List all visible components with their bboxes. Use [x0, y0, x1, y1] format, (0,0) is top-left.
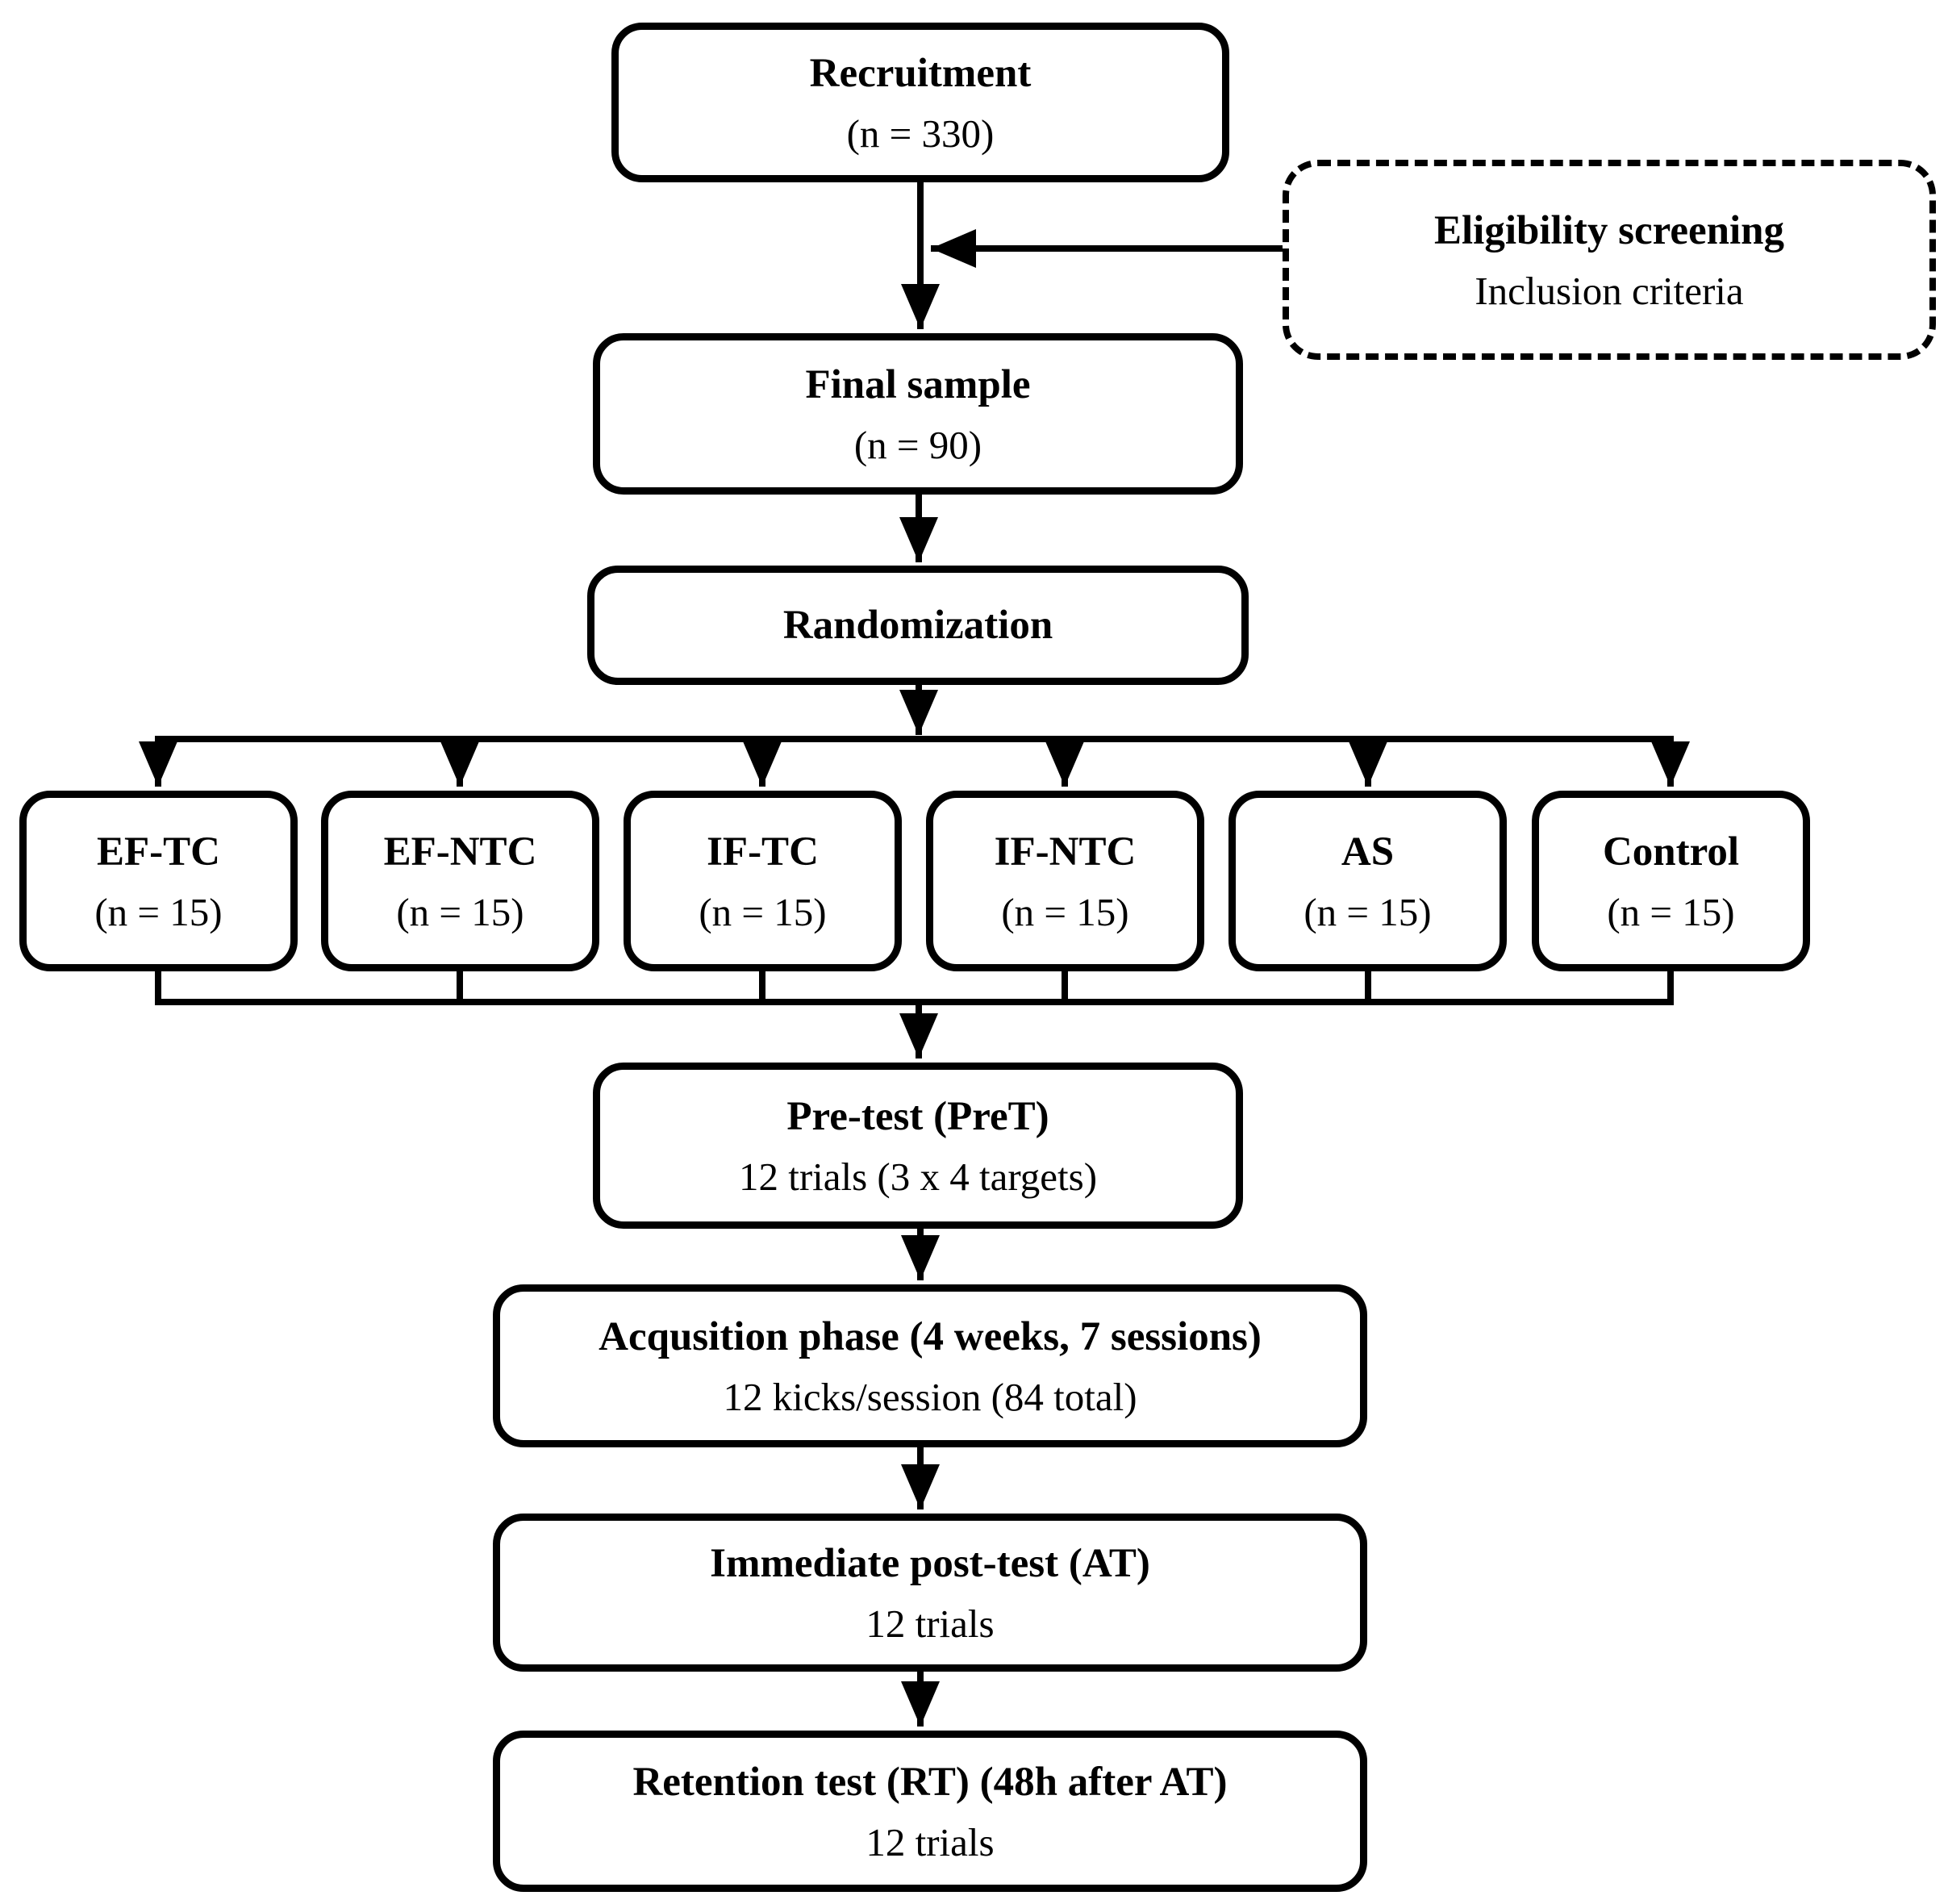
group-box-ef-ntc: EF-NTC (n = 15) — [321, 791, 599, 971]
group-title: EF-TC — [97, 829, 220, 875]
group-title: Control — [1602, 829, 1740, 875]
group-box-if-tc: IF-TC (n = 15) — [624, 791, 902, 971]
posttest-title: Immediate post-test (AT) — [710, 1541, 1150, 1587]
recruitment-box: Recruitment (n = 330) — [611, 23, 1229, 182]
recruitment-subtitle: (n = 330) — [846, 111, 995, 156]
acquisition-phase-box: Acqusition phase (4 weeks, 7 sessions) 1… — [493, 1284, 1367, 1447]
acquisition-title: Acqusition phase (4 weeks, 7 sessions) — [599, 1314, 1262, 1360]
retention-title: Retention test (RT) (48h after AT) — [632, 1760, 1228, 1806]
randomization-box: Randomization — [587, 566, 1249, 685]
group-subtitle: (n = 15) — [1304, 889, 1432, 934]
posttest-subtitle: 12 trials — [866, 1601, 995, 1646]
group-title: IF-NTC — [994, 829, 1137, 875]
final-sample-box: Final sample (n = 90) — [593, 333, 1243, 495]
group-subtitle: (n = 15) — [94, 889, 223, 934]
group-title: EF-NTC — [383, 829, 537, 875]
eligibility-title: Eligibility screening — [1434, 208, 1784, 254]
pretest-box: Pre-test (PreT) 12 trials (3 x 4 targets… — [593, 1063, 1243, 1229]
group-subtitle: (n = 15) — [1607, 889, 1735, 934]
pretest-title: Pre-test (PreT) — [786, 1094, 1049, 1140]
acquisition-subtitle: 12 kicks/session (84 total) — [723, 1374, 1137, 1419]
group-box-ef-tc: EF-TC (n = 15) — [19, 791, 298, 971]
final-sample-subtitle: (n = 90) — [853, 422, 982, 467]
eligibility-screening-box: Eligibility screening Inclusion criteria — [1283, 160, 1936, 360]
final-sample-title: Final sample — [805, 362, 1031, 408]
retention-test-box: Retention test (RT) (48h after AT) 12 tr… — [493, 1731, 1367, 1892]
randomization-title: Randomization — [782, 602, 1053, 648]
group-title: AS — [1341, 829, 1395, 875]
group-title: IF-TC — [707, 829, 819, 875]
group-subtitle: (n = 15) — [699, 889, 827, 934]
eligibility-subtitle: Inclusion criteria — [1475, 268, 1744, 313]
group-box-control: Control (n = 15) — [1532, 791, 1810, 971]
recruitment-title: Recruitment — [809, 51, 1032, 97]
group-box-if-ntc: IF-NTC (n = 15) — [926, 791, 1204, 971]
retention-subtitle: 12 trials — [866, 1819, 995, 1864]
immediate-posttest-box: Immediate post-test (AT) 12 trials — [493, 1514, 1367, 1672]
group-box-as: AS (n = 15) — [1228, 791, 1507, 971]
group-subtitle: (n = 15) — [1001, 889, 1129, 934]
group-subtitle: (n = 15) — [396, 889, 524, 934]
pretest-subtitle: 12 trials (3 x 4 targets) — [738, 1154, 1098, 1199]
